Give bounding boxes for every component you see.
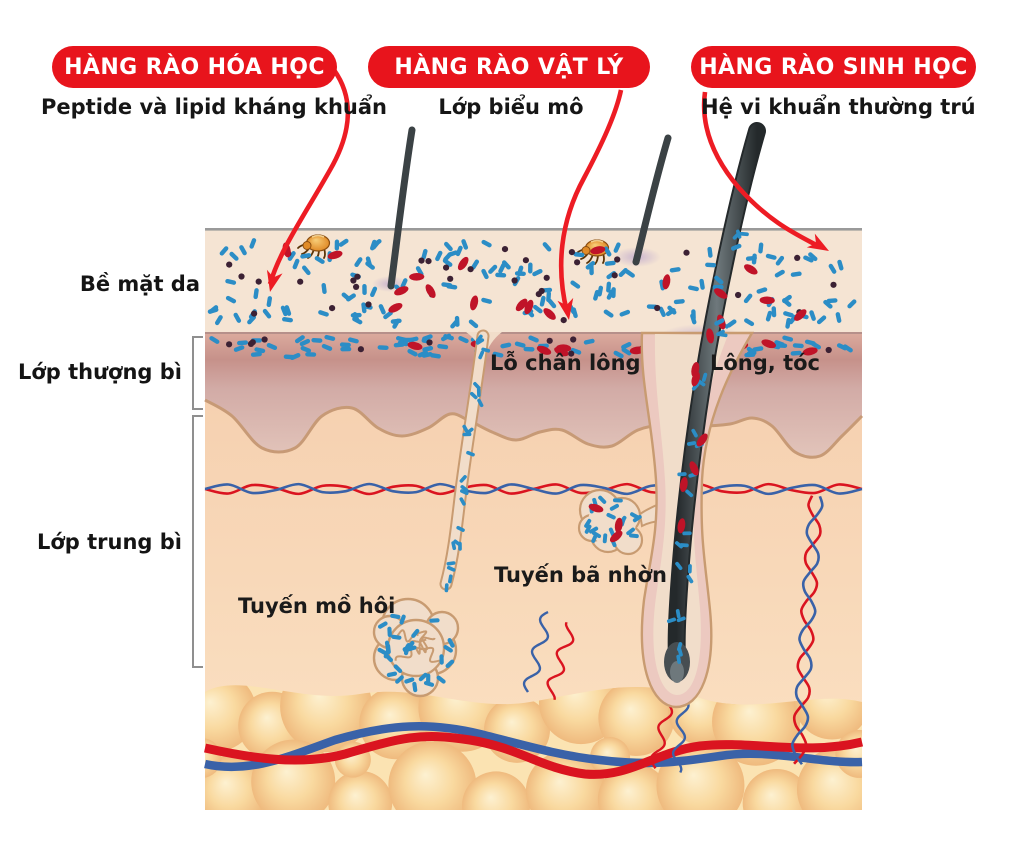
hair-follicle	[640, 122, 766, 709]
dermis-vessels	[204, 482, 863, 773]
surface-decor	[297, 126, 672, 292]
banner-chemical-barrier: HÀNG RÀO HÓA HỌC	[52, 46, 337, 88]
label-sebaceous-gland: Tuyến bã nhờn	[494, 563, 667, 587]
arrow-chemical	[266, 68, 351, 292]
label-pore: Lỗ chân lông	[490, 351, 641, 375]
subtitle-biological-barrier: Hệ vi khuẩn thường trú	[701, 95, 976, 119]
subcutaneous-vessels	[204, 722, 864, 779]
label-dermis: Lớp trung bì	[36, 530, 182, 554]
banner-biological-barrier: HÀNG RÀO SINH HỌC	[691, 46, 976, 88]
sebaceous-gland	[577, 488, 670, 556]
label-sweat-gland: Tuyến mồ hôi	[238, 594, 396, 618]
subtitle-physical-barrier: Lớp biểu mô	[438, 95, 584, 119]
label-epidermis: Lớp thượng bì	[17, 360, 182, 384]
sweat-gland	[372, 329, 502, 698]
label-skin-surface: Bề mặt da	[79, 272, 200, 296]
layer-brackets	[192, 336, 203, 668]
annotation-arrows	[266, 68, 829, 320]
banner-physical-barrier: HÀNG RÀO VẬT LÝ	[368, 46, 650, 88]
microbes-surface	[207, 238, 857, 329]
arrow-biological	[701, 91, 829, 251]
subtitle-chemical-barrier: Peptide và lipid kháng khuẩn	[41, 95, 387, 119]
arrow-physical	[557, 89, 624, 320]
mite-icon	[297, 234, 331, 260]
label-hair: Lông, tóc	[710, 351, 820, 375]
